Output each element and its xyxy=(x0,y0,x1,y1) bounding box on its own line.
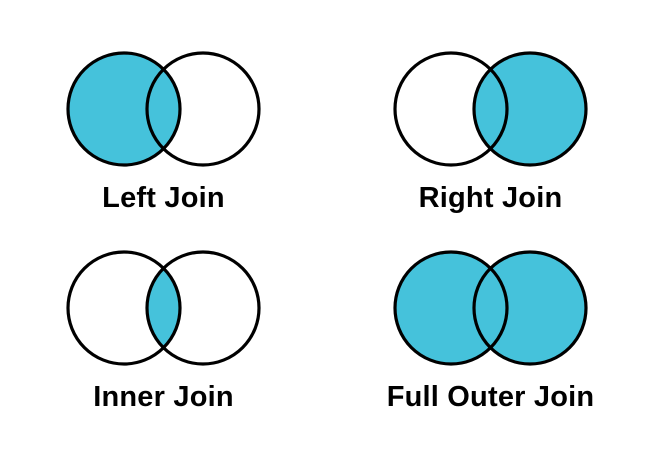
left-join-venn-diagram xyxy=(65,51,261,167)
full-outer-join-label: Full Outer Join xyxy=(386,381,595,414)
inner-join-venn-diagram xyxy=(65,250,261,366)
right-join-venn-diagram xyxy=(392,51,588,167)
inner-join-cell: Inner Join xyxy=(0,247,327,414)
join-diagrams-grid: Left Join Right Join Inner Join Full Out… xyxy=(0,48,654,414)
left-join-cell: Left Join xyxy=(0,48,327,215)
right-join-cell: Right Join xyxy=(327,48,654,215)
full-outer-join-venn-diagram xyxy=(392,250,588,366)
left-join-label: Left Join xyxy=(102,182,225,214)
full-outer-join-cell: Full Outer Join xyxy=(327,247,654,414)
right-join-label: Right Join xyxy=(418,182,563,214)
inner-join-label: Inner Join xyxy=(93,381,234,414)
